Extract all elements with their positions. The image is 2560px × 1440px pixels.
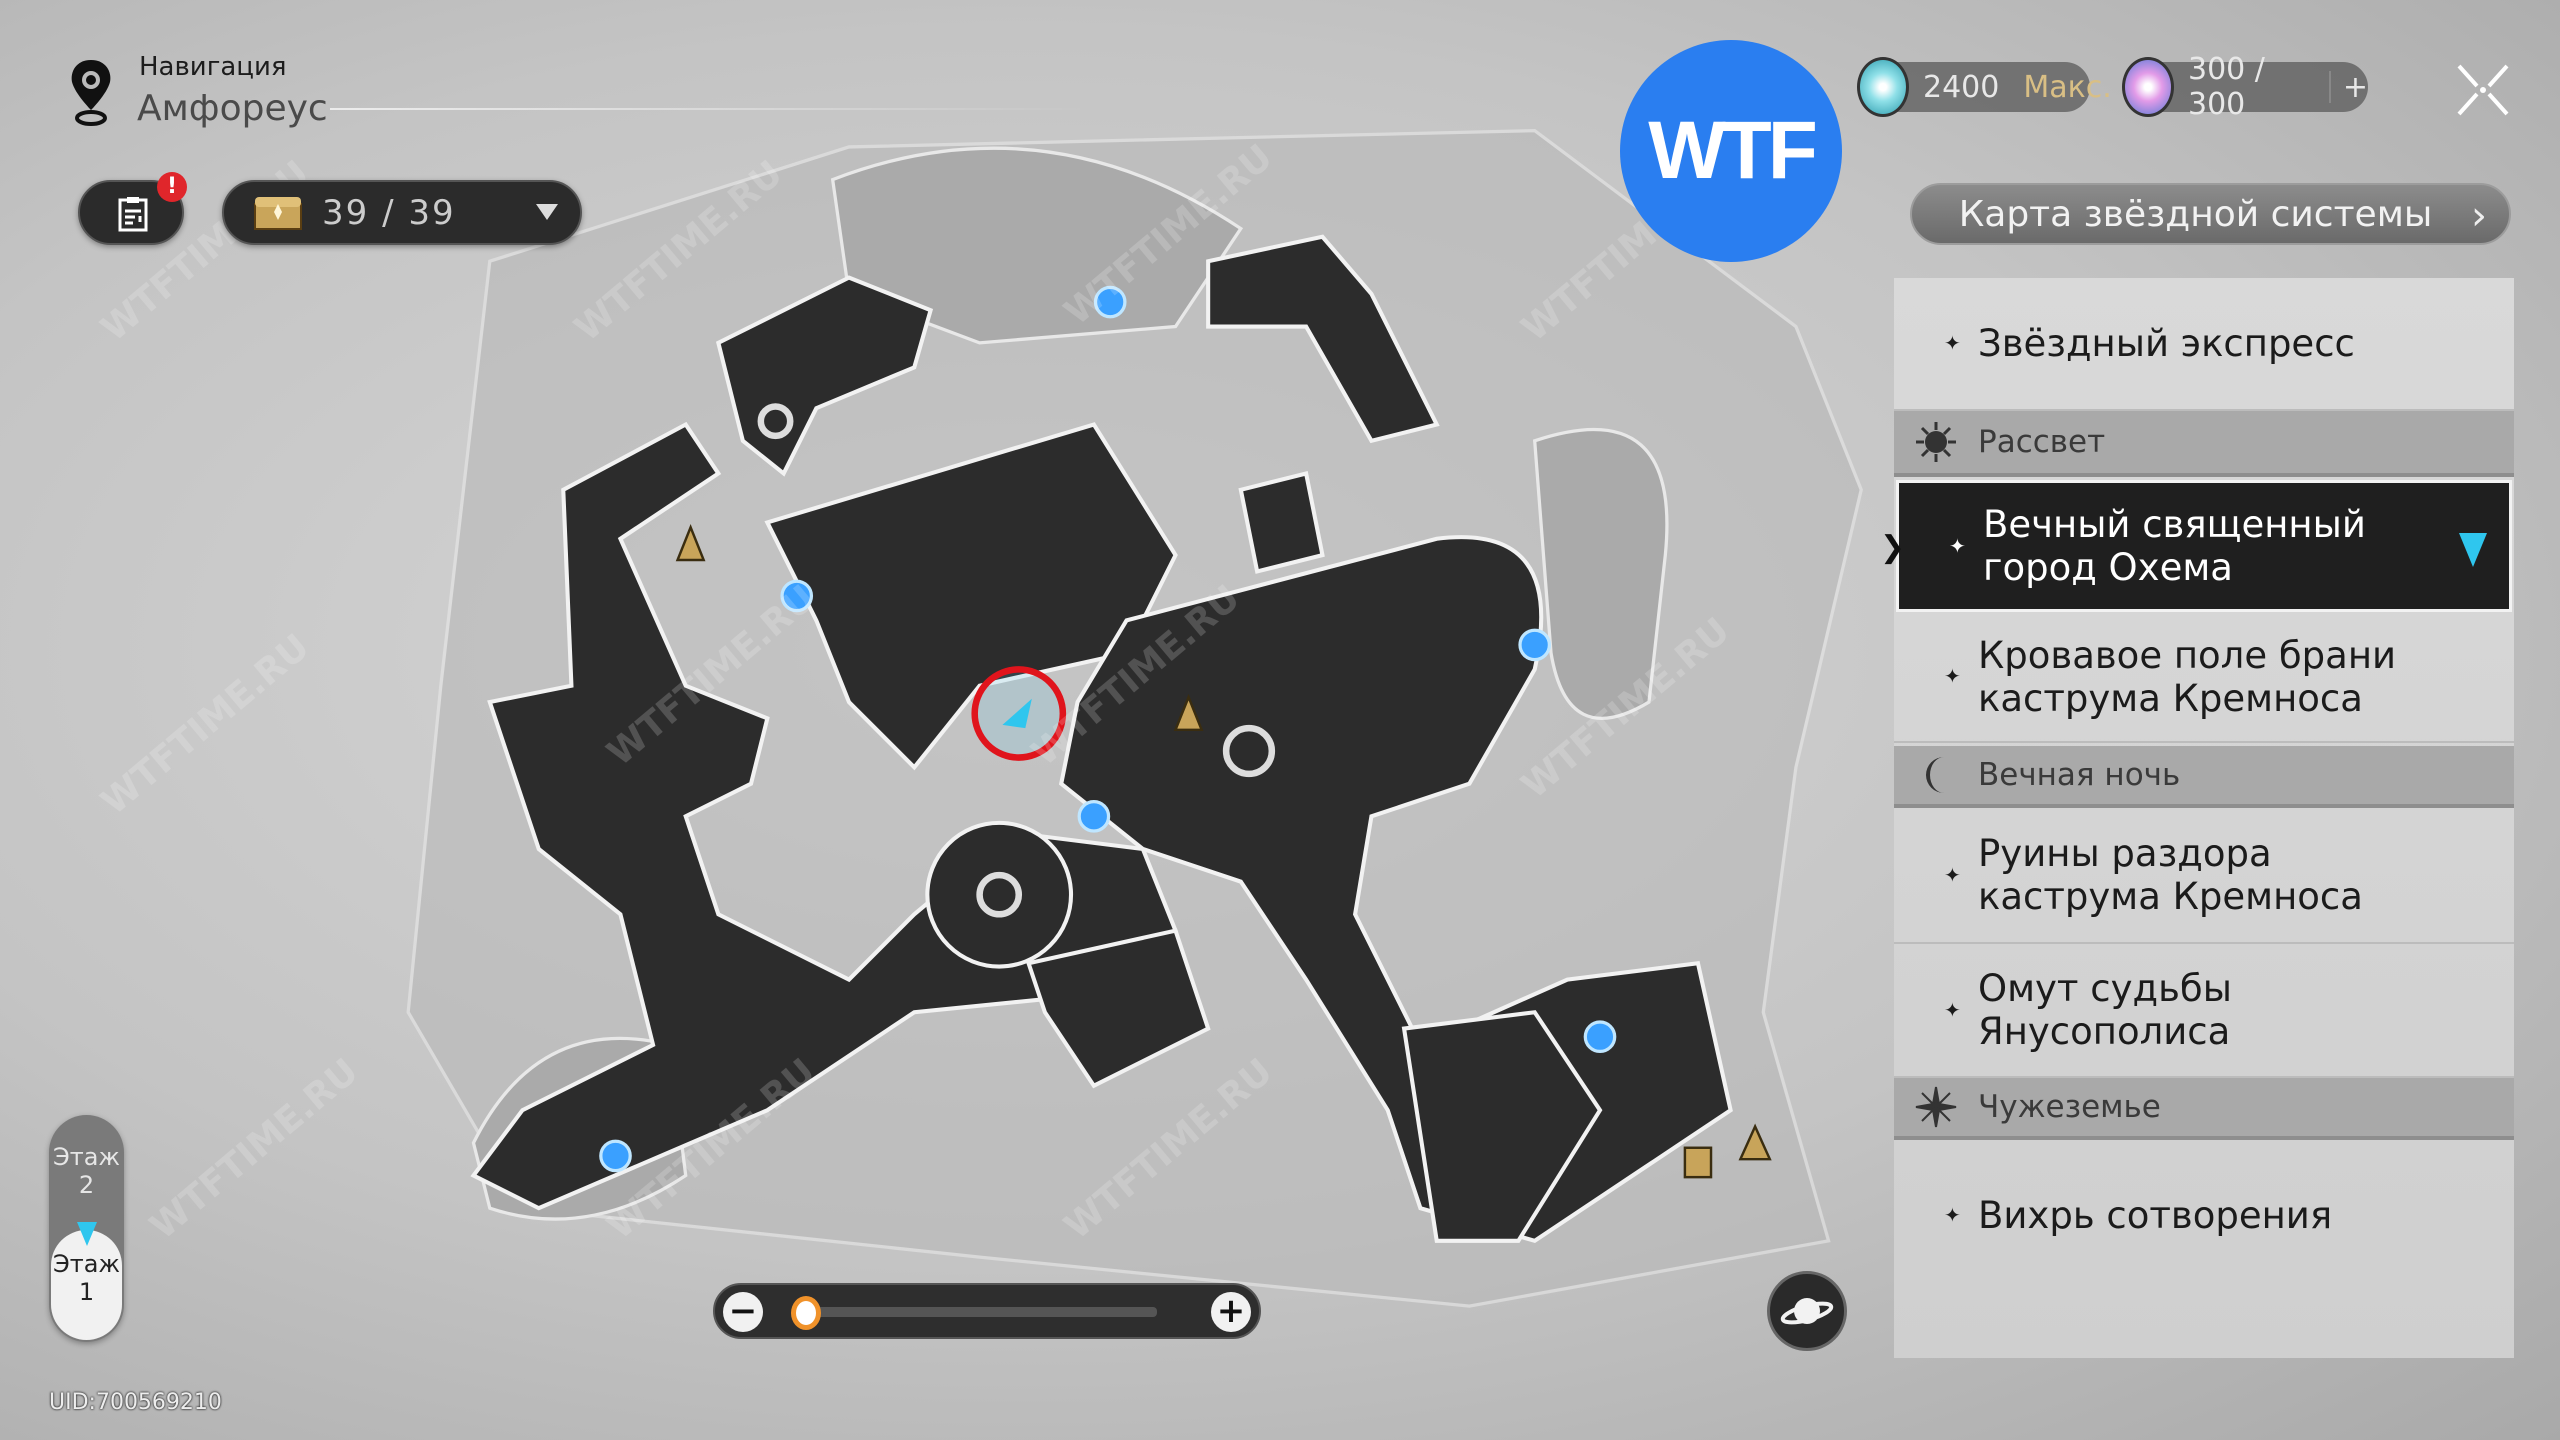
exit-icon[interactable] [1683,1146,1713,1179]
reserved-power-counter[interactable]: 300 / 300 + [2122,52,2368,122]
alert-badge: ! [157,172,187,202]
treasure-chest-filter-dropdown[interactable]: 39 / 39 [222,180,582,245]
map-rings [757,403,1276,918]
starburst-icon [1915,1086,1957,1128]
bell-icon[interactable] [1173,693,1204,732]
space-anchor-icon[interactable] [1518,628,1552,662]
wtf-logo: WTF [1620,40,1842,262]
clipboard-icon [118,197,148,232]
planet-icon [1780,1298,1834,1325]
space-anchor-icon[interactable] [1583,1020,1617,1054]
list-item-kremnos-ruins[interactable]: ✦ Руины раздора каструма Кремноса [1894,808,2514,944]
item-label: Вечный священный город Охема [1983,503,2366,589]
chevron-right-icon: › [2471,193,2487,239]
sparkle-icon: ✦ [1944,997,1961,1022]
treasure-chest-icon [254,196,302,230]
currency-value: 300 / 300 [2188,52,2265,122]
zoom-out-button[interactable]: − [723,1292,763,1332]
floor-2-button[interactable]: Этаж 2 [52,1143,121,1199]
group-label: Вечная ночь [1978,757,2181,793]
player-arrow-icon [1002,698,1032,729]
item-label: Кровавое поле брани каструма Кремноса [1978,633,2397,720]
list-item-okhema[interactable]: ✦ Вечный священный город Охема [1896,480,2512,612]
trailblaze-power-counter[interactable]: 2400 Макс. [1857,57,2112,117]
item-label: Звёздный экспресс [1978,322,2355,365]
current-location-icon [2459,533,2487,567]
divider [330,108,1090,110]
chevron-down-icon [536,204,558,220]
list-item-vortex-of-creation[interactable]: ✦ Вихрь сотворения [1894,1140,2514,1290]
zoom-in-button[interactable]: + [1211,1292,1251,1332]
group-header-dawn: Рассвет [1894,411,2514,477]
star-map-label: Карта звёздной системы [1958,193,2433,235]
region-list-panel[interactable]: ✦ Звёздный экспресс Рассвет ✦ Вечный свяще… [1894,278,2514,1358]
item-label: Вихрь сотворения [1978,1193,2333,1237]
group-header-foreign-land: Чужеземье [1894,1078,2514,1140]
uid-label: UID:700569210 [49,1390,222,1415]
list-item-kremnos-battlefield[interactable]: ✦ Кровавое поле брани каструма Кремноса [1894,612,2514,743]
reserved-power-icon [2122,57,2174,117]
space-anchor-icon[interactable] [599,1139,632,1173]
svg-text:WTFTIME.RU: WTFTIME.RU [143,1051,366,1248]
warp-icon[interactable] [1738,1123,1772,1161]
star-map-button[interactable]: Карта звёздной системы › [1910,183,2511,245]
bell-icon[interactable] [675,524,706,562]
map-markers[interactable] [599,285,1772,1179]
planet-view-button[interactable] [1767,1271,1847,1351]
space-anchor-icon[interactable] [1077,800,1111,833]
sparkle-icon: ✦ [1944,331,1961,355]
logo-text: WTF [1648,105,1818,196]
region-name: Амфореус [137,88,328,129]
location-pin-icon [71,60,111,126]
sparkle-icon: ✦ [1944,862,1961,887]
chest-count: 39 / 39 [322,192,456,233]
sun-icon [1916,422,1956,462]
group-label: Чужеземье [1978,1089,2161,1125]
currency-value: 2400 [1923,69,2000,105]
navigation-label: Навигация [139,52,287,82]
zoom-slider[interactable]: − + [713,1283,1261,1339]
add-power-button[interactable]: + [2342,69,2368,105]
zoom-handle[interactable] [791,1296,821,1330]
moon-icon [1926,757,1944,793]
list-item-astral-express[interactable]: ✦ Звёздный экспресс [1894,278,2514,411]
currency-status: Макс. [2023,69,2112,105]
list-item-janusopolis[interactable]: ✦ Омут судьбы Янусополиса [1894,944,2514,1078]
item-label: Руины раздора каструма Кремноса [1978,832,2363,918]
svg-text:WTFTIME.RU: WTFTIME.RU [94,626,317,823]
floor-1-button[interactable]: Этаж 1 [51,1222,122,1340]
item-label: Омут судьбы Янусополиса [1978,967,2232,1053]
trailblaze-power-icon [1857,57,1909,117]
floor-label: Этаж 1 [52,1250,121,1306]
floor-selector[interactable]: Этаж 2 Этаж 1 [49,1115,124,1342]
sparkle-icon: ✦ [1949,533,1966,558]
sparkle-icon: ✦ [1944,664,1961,688]
group-label: Рассвет [1978,424,2106,460]
space-anchor-icon[interactable] [1093,285,1127,319]
group-header-eternal-night: Вечная ночь [1894,746,2514,808]
map-buildings [470,234,1733,1244]
space-anchor-icon[interactable] [780,579,814,613]
close-icon[interactable] [2455,62,2511,118]
sparkle-icon: ✦ [1944,1202,1961,1227]
zoom-track[interactable] [807,1307,1157,1317]
selection-indicator-icon: ❯ [1880,530,1906,565]
current-floor-icon [77,1222,97,1246]
